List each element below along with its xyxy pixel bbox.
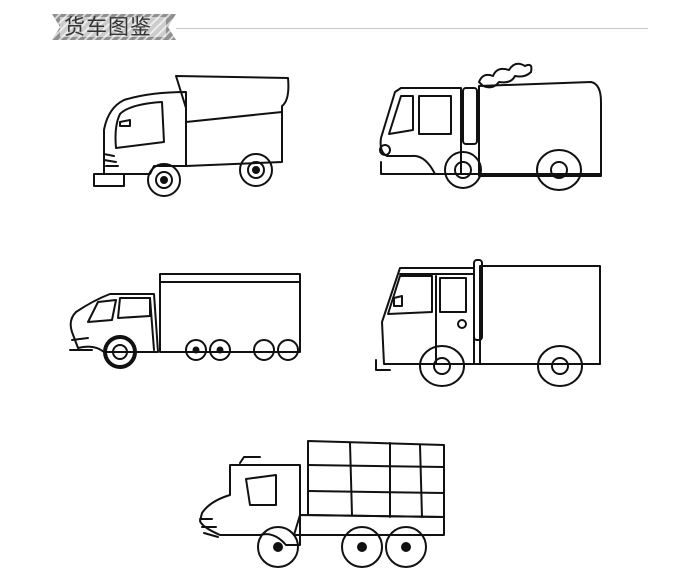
trailer-wheel — [210, 340, 230, 360]
trailer-wheel — [278, 340, 298, 360]
windshield — [389, 96, 413, 134]
cab — [200, 465, 300, 545]
cargo-line — [186, 112, 282, 122]
side-window — [440, 278, 466, 312]
cab — [382, 268, 474, 364]
rear-wheel — [537, 150, 581, 190]
headlight — [120, 120, 130, 126]
grille — [70, 338, 92, 350]
trailer — [160, 274, 300, 352]
grille — [200, 519, 216, 527]
cab — [381, 88, 461, 174]
cab — [104, 92, 186, 174]
bumper — [204, 533, 218, 537]
trailer-wheel — [186, 340, 206, 360]
front-wheel — [258, 527, 298, 567]
front-wheel — [445, 152, 481, 188]
front-wheel — [420, 346, 464, 386]
door-handle — [458, 320, 466, 328]
front-wheel — [105, 337, 135, 367]
rear-wheel — [386, 527, 426, 567]
cab-top — [240, 457, 260, 463]
side-window — [118, 298, 150, 318]
crate-rails — [308, 465, 444, 493]
window — [419, 96, 451, 134]
cargo-box — [479, 82, 601, 176]
windshield — [388, 276, 432, 314]
bumper — [376, 360, 390, 370]
windshield — [88, 300, 116, 322]
grille — [104, 154, 118, 166]
box-truck-1-illustration — [90, 70, 300, 200]
crate-dump-truck-illustration — [190, 435, 450, 575]
crate-posts — [350, 443, 422, 517]
door-line — [150, 298, 154, 350]
page-title: 货车图鉴 — [64, 15, 152, 39]
window — [116, 102, 165, 148]
crate — [308, 441, 444, 517]
front-wheel — [148, 164, 180, 196]
trailer-wheel — [254, 340, 274, 360]
rear-wheel — [538, 346, 582, 386]
title-divider — [176, 28, 648, 29]
rear-wheel — [240, 154, 272, 186]
cargo-box — [480, 266, 600, 364]
mirror — [394, 296, 402, 306]
cargo-box — [176, 76, 288, 166]
bumper — [94, 174, 124, 186]
long-trailer-truck-illustration — [62, 268, 307, 373]
headlight — [380, 145, 390, 155]
cab — [71, 294, 158, 352]
truck-bed — [294, 515, 444, 535]
smokestack-truck-illustration — [375, 58, 610, 198]
chassis — [381, 162, 601, 174]
rear-wheel — [342, 527, 382, 567]
square-cab-truck-illustration — [370, 252, 610, 392]
exhaust-stack — [463, 88, 477, 144]
smoke-puff — [479, 64, 531, 88]
banner-background — [52, 14, 176, 40]
window — [246, 475, 276, 505]
page-title-banner: 货车图鉴 — [52, 12, 176, 42]
